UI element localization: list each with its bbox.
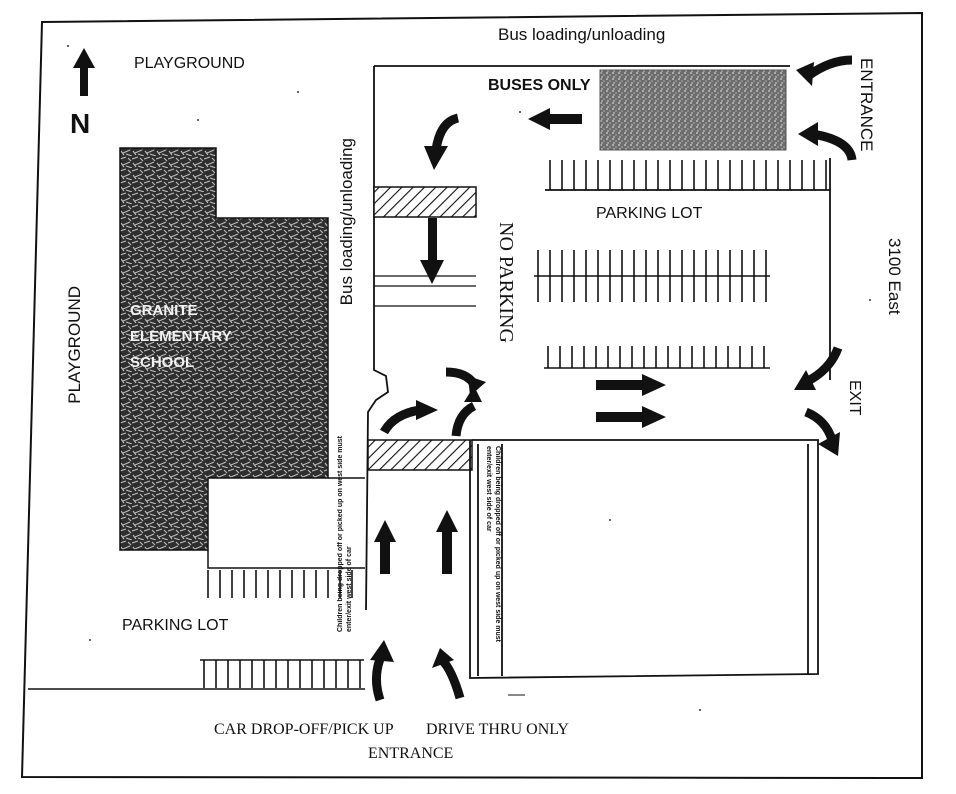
- parking-stalls-left-lower: [200, 659, 364, 688]
- buses-only-label: BUSES ONLY: [488, 77, 591, 94]
- curved-arrow-heads: [370, 62, 840, 668]
- lower-right-area: [469, 439, 819, 679]
- straight-arrow-icon: [374, 108, 666, 574]
- bus-only-zone: [599, 69, 787, 151]
- drive-thru-label: DRIVE THRU ONLY: [426, 721, 569, 738]
- parking-stalls-row-2: [534, 250, 770, 302]
- bus-lane-lines: [374, 275, 476, 307]
- north-label: N: [70, 108, 91, 139]
- bus-loading-top-label: Bus loading/unloading: [498, 25, 666, 44]
- parking-lot-left-label: PARKING LOT: [122, 617, 229, 634]
- crosswalk-lower: [367, 439, 473, 471]
- parking-stalls-row-3: [544, 346, 770, 369]
- parking-lot-right-label: PARKING LOT: [596, 205, 703, 222]
- entrance-bottom-label: ENTRANCE: [368, 745, 454, 762]
- scan-specks: [33, 45, 871, 711]
- school-label: GRANITE ELEMENTARY SCHOOL: [130, 302, 232, 371]
- map-border: [20, 11, 923, 780]
- playground-left-label: PLAYGROUND: [65, 286, 84, 404]
- exit-label: EXIT: [846, 380, 863, 416]
- crosswalk-upper: [373, 186, 477, 218]
- dropoff-note-right: Children being dropped off or picked up …: [485, 446, 501, 643]
- north-arrow-icon: [73, 48, 95, 96]
- parking-stalls-row-1: [549, 160, 827, 190]
- playground-top-label: PLAYGROUND: [134, 55, 245, 72]
- school-outline: [207, 477, 365, 569]
- upper-lot-outline: [365, 65, 831, 611]
- bus-loading-vertical-label: Bus loading/unloading: [337, 138, 356, 306]
- street-label: 3100 East: [885, 238, 904, 315]
- no-parking-label: NO PARKING: [495, 222, 517, 343]
- entrance-right-label: ENTRANCE: [857, 58, 876, 152]
- parking-stalls-left-upper: [207, 570, 353, 598]
- car-dropoff-label: CAR DROP-OFF/PICK UP: [214, 721, 394, 738]
- dropoff-note-left: Children being dropped off or picked up …: [337, 435, 353, 632]
